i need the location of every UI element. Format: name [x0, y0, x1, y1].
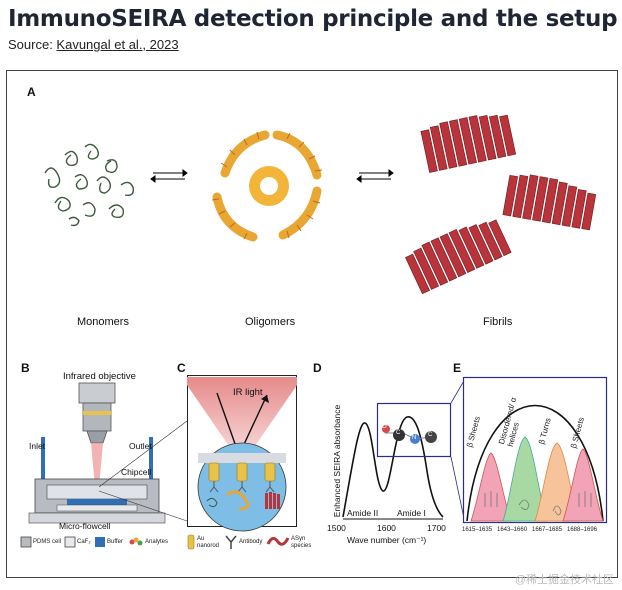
- amide-ii-label: Amide II: [347, 508, 379, 518]
- inlet-label: Inlet: [29, 441, 46, 451]
- atom-n-label: N: [412, 435, 417, 441]
- panel-a-label: A: [27, 85, 36, 99]
- fibrils-caption: Fibrils: [483, 316, 513, 328]
- monomers-caption: Monomers: [77, 316, 129, 328]
- source-line: Source: Kavungal et al., 2023: [8, 37, 179, 52]
- legend-au-nanorod-icon: [187, 534, 195, 550]
- band-3-range: 1667–1685: [532, 527, 563, 533]
- atom-c2-label: C: [428, 432, 433, 438]
- micro-flowcell-label: Micro-flowcell: [59, 521, 111, 531]
- equilibrium-arrow-1: [150, 169, 188, 183]
- band-4-range: 1688–1696: [567, 527, 598, 533]
- band-1-range: 1615–1635: [462, 527, 493, 533]
- tick-1500: 1500: [327, 523, 346, 533]
- atom-c1-label: C: [396, 430, 401, 436]
- tick-1600: 1600: [377, 523, 396, 533]
- absorbance-spectrum: [342, 416, 444, 520]
- legend-analytes: Analytes: [145, 539, 169, 545]
- legend-caf2: CaF₂: [77, 539, 91, 545]
- panel-c-illustration: [187, 375, 297, 532]
- zoom-connector: [450, 378, 466, 524]
- legend-buffer: Buffer: [107, 539, 123, 545]
- panel-c-label: C: [177, 361, 186, 375]
- legend-pdms: PDMS cell: [33, 539, 62, 545]
- setup-illustration: [28, 382, 188, 524]
- panel-d-label: D: [313, 361, 322, 375]
- legend-asyn: ASyn species: [291, 536, 312, 549]
- panel-d-xlabel: Wave number (cm⁻¹): [347, 535, 427, 545]
- band-4-peak: [562, 448, 604, 522]
- legend-au: Au nanorod: [197, 536, 220, 549]
- band-2-range: 1643–1660: [497, 527, 528, 533]
- panel-b-label: B: [21, 361, 30, 375]
- legend-asyn-icon: [266, 537, 290, 546]
- legend-antibody: Antibody: [239, 539, 263, 545]
- legend-buffer-swatch: [95, 537, 105, 547]
- oligomers-caption: Oligomers: [245, 316, 296, 328]
- outlet-label: Outlet: [129, 441, 152, 451]
- infrared-objective-label: Infrared objective: [63, 371, 136, 382]
- page-title: ImmunoSEIRA detection principle and the …: [8, 6, 618, 32]
- panel-e-label: E: [453, 361, 462, 375]
- panel-d-ylabel: Enhanced SEIRA absorbance: [332, 404, 342, 518]
- watermark: @稀土掘金技术社区: [514, 574, 614, 586]
- tick-1700: 1700: [427, 523, 446, 533]
- source-prefix: Source:: [8, 37, 57, 52]
- amide-i-label: Amide I: [397, 508, 426, 518]
- ir-light-label: IR light: [233, 387, 263, 398]
- source-link[interactable]: Kavungal et al., 2023: [56, 37, 179, 52]
- legend-caf2-swatch: [64, 536, 76, 548]
- chipcell-label: Chipcell: [121, 467, 152, 477]
- legend-pdms-swatch: [20, 536, 32, 548]
- figure-frame: A: [6, 70, 618, 578]
- legend-antibody-icon: [225, 535, 237, 549]
- legend-analytes-icon: [129, 537, 143, 546]
- oligomers-illustration: [211, 130, 323, 242]
- band-deconvolution: [462, 376, 608, 524]
- fibrils-illustration: [405, 114, 597, 295]
- equilibrium-arrow-2: [356, 169, 394, 183]
- monomers-illustration: [44, 143, 135, 227]
- panel-d-zoom-box: [376, 402, 452, 458]
- band-1-peak: [470, 452, 512, 522]
- atom-o-label: O: [382, 424, 387, 430]
